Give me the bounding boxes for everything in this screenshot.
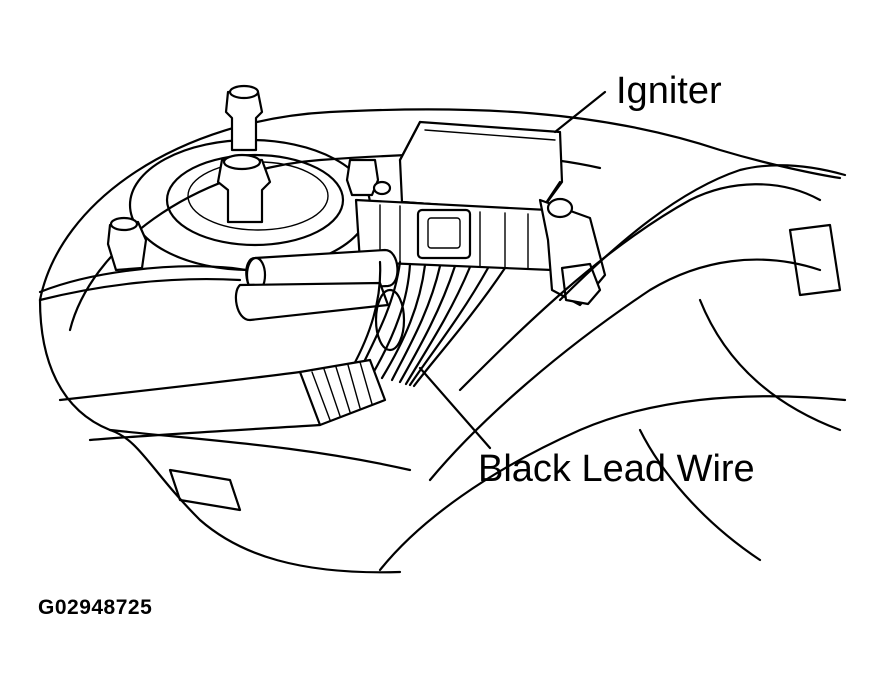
corrugated-harness: [58, 358, 387, 442]
stud-right: [345, 158, 380, 197]
black-lead-leader-line: [418, 366, 492, 450]
igniter-leader-line: [553, 90, 607, 134]
distributor-ring-inner: [165, 153, 345, 247]
stud-left-front: [106, 216, 148, 272]
probe-wire: [38, 265, 248, 294]
wire-loop-clip: [374, 288, 406, 352]
lead-tube: [234, 248, 399, 322]
housing-outline: [38, 108, 842, 302]
figure-code: G02948725: [38, 596, 153, 619]
panel-right-tab: [788, 223, 842, 297]
probe-wire-lower: [38, 277, 242, 302]
bracket-lower-left: [168, 468, 242, 512]
black-lead-wire-label: Black Lead Wire: [478, 448, 755, 490]
igniter-connector: [354, 198, 554, 272]
panel-right-edge-2: [698, 298, 842, 432]
wire-bundle: [350, 260, 507, 388]
panel-right-inner: [428, 258, 822, 482]
body-edge-lower: [108, 428, 412, 472]
panel-right-top: [558, 164, 847, 302]
panel-right-edge: [638, 428, 762, 562]
panel-right-curve: [458, 183, 822, 392]
harness-upper-edge: [58, 370, 302, 402]
stud-center: [216, 153, 272, 224]
housing-lower-edge: [38, 298, 402, 574]
panel-right-lower: [378, 395, 847, 572]
mounting-bracket: [372, 180, 607, 307]
harness-lower-edge: [88, 423, 322, 442]
stud-left-rear: [224, 84, 264, 152]
igniter-label: Igniter: [616, 70, 722, 112]
igniter-unit: [398, 120, 564, 214]
